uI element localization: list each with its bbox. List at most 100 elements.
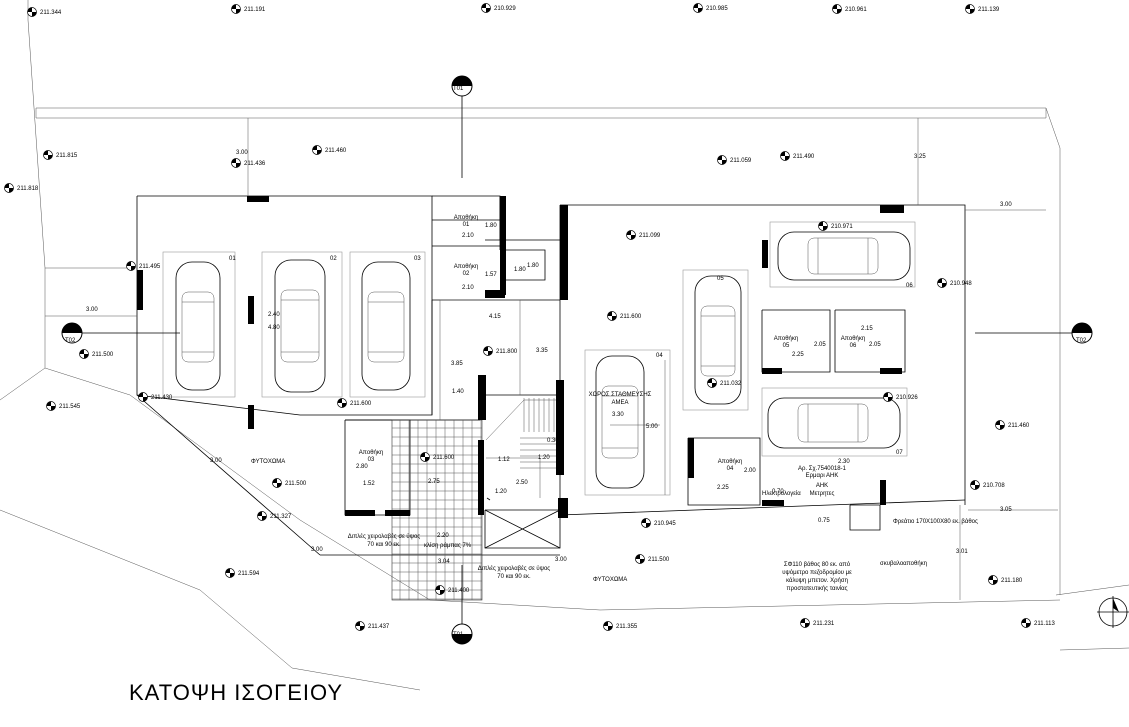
level-value: 210.929 (494, 6, 516, 12)
parking-number: 01 (229, 256, 236, 262)
dimension-value: 3.00 (236, 150, 248, 156)
level-value: 211.327 (270, 514, 292, 520)
level-value: 211.600 (620, 314, 642, 320)
level-value: 211.180 (1001, 578, 1023, 584)
level-marker: 211.500 (272, 478, 307, 488)
dimension-value: 2.05 (869, 342, 881, 348)
section-label-bottom: T01 (453, 632, 464, 638)
level-marker: 211.436 (231, 158, 266, 168)
dimension-value: 2.00 (744, 468, 756, 474)
level-value: 211.191 (244, 7, 266, 13)
level-marker: 211.059 (717, 155, 752, 165)
dimension-value: 3.25 (914, 154, 926, 160)
level-value: 211.545 (59, 404, 81, 410)
building-outline (136, 195, 966, 556)
dimension-value: 1.12 (498, 457, 510, 463)
duct-note: ΣΦ110 βάθος 80 εκ. από (784, 561, 851, 568)
level-marker: 211.437 (355, 621, 390, 631)
dimension-value: 0.75 (818, 518, 830, 524)
dimension-value: 1.20 (538, 455, 550, 461)
level-marker: 211.355 (603, 621, 638, 631)
car-icon (767, 397, 901, 449)
dimension-value: 2.10 (462, 233, 474, 239)
level-value: 211.594 (238, 571, 260, 577)
level-marker: 211.460 (995, 420, 1030, 430)
car-icon (694, 275, 742, 405)
level-marker: 211.139 (965, 4, 1000, 14)
section-label-top: T01 (453, 86, 464, 92)
section-label-right: T02 (1076, 338, 1087, 344)
level-value: 211.500 (92, 352, 114, 358)
dimension-value: 1.57 (485, 272, 497, 278)
section-marker-left: T02 (61, 322, 83, 344)
level-value: 211.231 (813, 621, 835, 627)
storage-label-02: Αποθήκη (454, 263, 478, 270)
level-value: 211.500 (648, 557, 670, 563)
level-value: 211.400 (448, 588, 470, 594)
dimension-texts: 3.003.253.003.001.802.101.572.101.801.80… (86, 150, 1012, 565)
dimension-value: 2.50 (516, 480, 528, 486)
dimension-value: 3.30 (612, 412, 624, 418)
dimension-value: 4.15 (489, 314, 501, 320)
dimension-value: 2.10 (462, 285, 474, 291)
page-title: ΚΑΤΟΨΗ ΙΣΟΓΕΙΟΥ (129, 680, 344, 705)
level-value: 211.113 (1034, 621, 1055, 627)
storage-label-04: Αποθήκη (718, 458, 742, 465)
level-value: 211.032 (720, 381, 742, 387)
level-marker: 210.926 (883, 392, 918, 402)
meter-cabinet-label: Αρ. Σχ.7540018-1 (798, 466, 847, 472)
level-value: 210.708 (983, 483, 1005, 489)
car-icon (361, 261, 411, 391)
dimension-value: 2.30 (838, 459, 850, 465)
level-marker: 211.490 (780, 151, 815, 161)
level-value: 210.985 (706, 6, 728, 12)
level-value: 210.961 (845, 7, 867, 13)
accessible-parking-label: ΧΩΡΟΣ ΣΤΑΘΜΕΥΣΗΣ (589, 392, 652, 398)
level-marker: 211.032 (707, 378, 742, 388)
storage-label-06: 06 (850, 343, 857, 349)
storage-label-04: 04 (727, 466, 734, 472)
level-marker: 211.800 (483, 346, 518, 356)
level-value: 211.460 (1008, 423, 1030, 429)
dimension-value: 0.70 (772, 489, 784, 495)
level-marker: 211.327 (257, 511, 292, 521)
level-marker: 211.500 (79, 349, 114, 359)
cars (175, 231, 911, 489)
storage-label-03: 03 (368, 457, 375, 463)
parking-number: 06 (906, 283, 913, 289)
dimension-value: 1.80 (527, 263, 539, 269)
dimension-value: 3.05 (1000, 507, 1012, 513)
level-value: 211.460 (325, 148, 347, 154)
level-marker: 210.961 (832, 4, 867, 14)
storage-label-01: Αποθήκη (454, 214, 478, 221)
storage-label-02: 02 (463, 271, 470, 277)
dimension-value: 1.52 (363, 481, 375, 487)
car-icon (274, 259, 326, 393)
level-marker: 211.815 (43, 150, 78, 160)
dimension-value: 3.00 (555, 557, 567, 563)
level-marker: 211.600 (420, 452, 455, 462)
section-lines (82, 96, 1075, 630)
planting-label: ΦΥΤΟΧΩΜΑ (251, 459, 285, 465)
level-value: 210.948 (950, 281, 972, 287)
storage-label-05: 05 (783, 343, 790, 349)
dimension-value: 2.80 (356, 464, 368, 470)
level-marker: 211.231 (800, 618, 835, 628)
section-marker-top: T01 (451, 75, 473, 97)
section-marker-right: T02 (1071, 322, 1093, 344)
railing-note: 70 και 90 εκ. (497, 574, 531, 580)
parking-number: 03 (414, 256, 421, 262)
street-label: σκυβαλοαποθήκη (880, 560, 927, 567)
storage-label-01: 01 (463, 222, 470, 228)
level-marker: 211.500 (635, 554, 670, 564)
dimension-value: 2.40 (268, 312, 280, 318)
parking-number: 02 (330, 256, 337, 262)
level-value: 211.818 (17, 186, 39, 192)
level-value: 211.059 (730, 158, 752, 164)
section-label-left: T02 (65, 338, 76, 344)
accessible-parking-label: ΑΜΕΑ (611, 400, 628, 406)
car-icon (777, 231, 911, 281)
dimension-value: 2.75 (428, 479, 440, 485)
